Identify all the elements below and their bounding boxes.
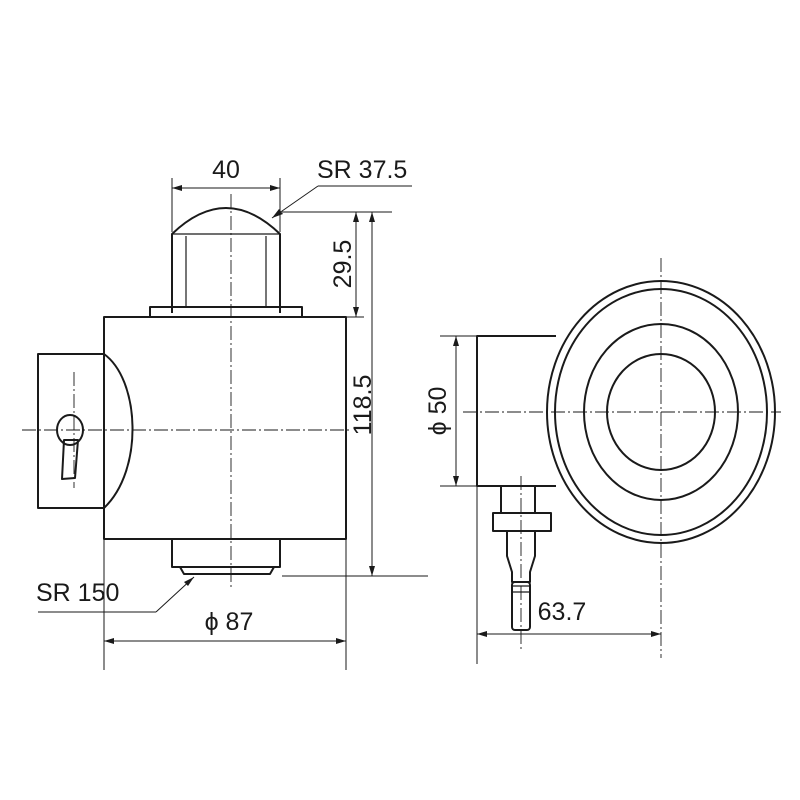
label-body-diameter: ϕ 87 [205, 608, 254, 636]
top-load-pin [171, 207, 281, 313]
main-body [103, 316, 347, 540]
label-side-depth: 63.7 [538, 598, 587, 626]
label-top-width: 40 [212, 156, 240, 184]
side-housing [476, 335, 556, 487]
dimension-body-diameter: ϕ 87 [103, 539, 347, 670]
label-dome-radius: SR 37.5 [317, 156, 407, 184]
cable-housing [37, 353, 134, 509]
dimension-top-width: 40 [171, 156, 281, 232]
label-side-diameter: ϕ 50 [424, 387, 452, 436]
label-overall-height: 118.5 [349, 375, 377, 436]
bottom-load-pin [171, 539, 281, 575]
label-dome-height: 29.5 [329, 240, 357, 289]
dimension-base-radius: SR 150 [36, 576, 195, 613]
cable-gland [56, 414, 84, 480]
dimension-dome-radius: SR 37.5 [271, 156, 412, 219]
side-view [463, 258, 781, 658]
dimension-side-diameter: ϕ 50 [424, 335, 477, 487]
front-view [22, 194, 352, 588]
label-base-radius: SR 150 [36, 579, 119, 607]
dimension-overall-height: 118.5 [349, 212, 377, 576]
dimension-side-depth: 63.7 [476, 486, 661, 664]
dimension-dome-height: 29.5 [329, 212, 359, 317]
